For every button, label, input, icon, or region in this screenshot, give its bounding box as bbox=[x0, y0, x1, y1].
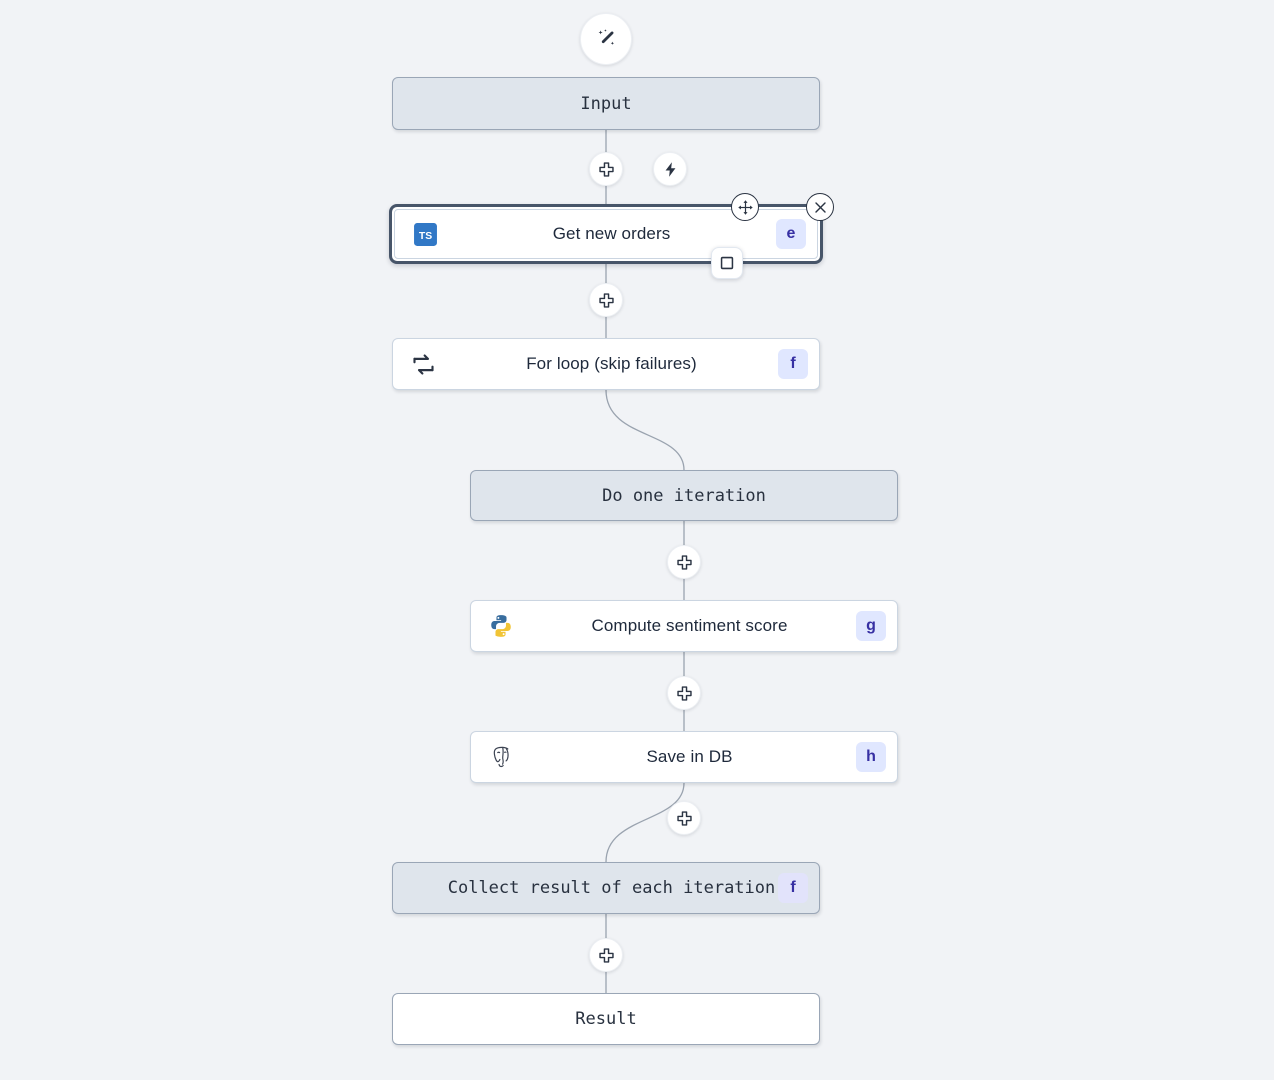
node-result[interactable]: Result bbox=[392, 993, 820, 1045]
add-step-button-after-collect-result[interactable] bbox=[589, 938, 623, 972]
node-get-new-orders-label: Get new orders bbox=[552, 224, 671, 243]
add-step-button-after-get-new-orders[interactable] bbox=[589, 283, 623, 317]
add-step-button-after-compute-sentiment-score[interactable] bbox=[667, 676, 701, 710]
node-input[interactable]: Input bbox=[392, 77, 820, 130]
move-handle[interactable] bbox=[731, 193, 759, 221]
node-do-one-iteration[interactable]: Do one iteration bbox=[470, 470, 898, 521]
node-collect-result-badge: f bbox=[778, 873, 808, 903]
square-stop-icon bbox=[720, 256, 734, 270]
node-collect-result-label: Collect result of each iteration bbox=[447, 878, 776, 898]
node-input-label: Input bbox=[580, 93, 632, 114]
node-compute-sentiment-score-label: Compute sentiment score bbox=[591, 616, 788, 635]
node-get-new-orders[interactable]: TS Get new orders e bbox=[389, 204, 823, 264]
ai-magic-wand-button[interactable] bbox=[580, 13, 632, 65]
svg-text:TS: TS bbox=[418, 231, 431, 242]
close-icon bbox=[814, 201, 826, 213]
node-save-in-db-badge: h bbox=[856, 742, 886, 772]
node-for-loop-badge: f bbox=[778, 349, 808, 379]
node-save-in-db-label: Save in DB bbox=[646, 747, 733, 766]
trigger-button[interactable] bbox=[653, 152, 687, 186]
plus-icon bbox=[598, 161, 614, 177]
loop-icon bbox=[401, 339, 445, 389]
close-node-button[interactable] bbox=[806, 193, 834, 221]
node-result-label: Result bbox=[575, 1009, 637, 1029]
node-compute-sentiment-score-badge: g bbox=[856, 611, 886, 641]
node-for-loop-label: For loop (skip failures) bbox=[526, 354, 697, 373]
stop-button[interactable] bbox=[711, 247, 743, 279]
node-do-one-iteration-label: Do one iteration bbox=[602, 485, 766, 506]
plus-icon bbox=[676, 810, 692, 826]
plus-icon bbox=[676, 554, 692, 570]
move-icon bbox=[737, 199, 753, 215]
plus-icon bbox=[676, 685, 692, 701]
add-step-button-after-save-in-db[interactable] bbox=[667, 801, 701, 835]
node-for-loop[interactable]: For loop (skip failures) f bbox=[392, 338, 820, 390]
add-step-button-after-do-one-iteration[interactable] bbox=[667, 545, 701, 579]
add-step-button-after-input[interactable] bbox=[589, 152, 623, 186]
lightning-bolt-icon bbox=[665, 161, 675, 177]
typescript-icon: TS bbox=[403, 210, 447, 258]
python-icon bbox=[479, 601, 523, 651]
node-get-new-orders-badge: e bbox=[776, 219, 806, 249]
magic-wand-icon bbox=[598, 29, 615, 45]
node-compute-sentiment-score[interactable]: Compute sentiment score g bbox=[470, 600, 898, 652]
node-collect-result[interactable]: Collect result of each iteration f bbox=[392, 862, 820, 914]
plus-icon bbox=[598, 292, 614, 308]
plus-icon bbox=[598, 947, 614, 963]
node-save-in-db[interactable]: Save in DB h bbox=[470, 731, 898, 783]
postgres-icon bbox=[479, 732, 523, 782]
